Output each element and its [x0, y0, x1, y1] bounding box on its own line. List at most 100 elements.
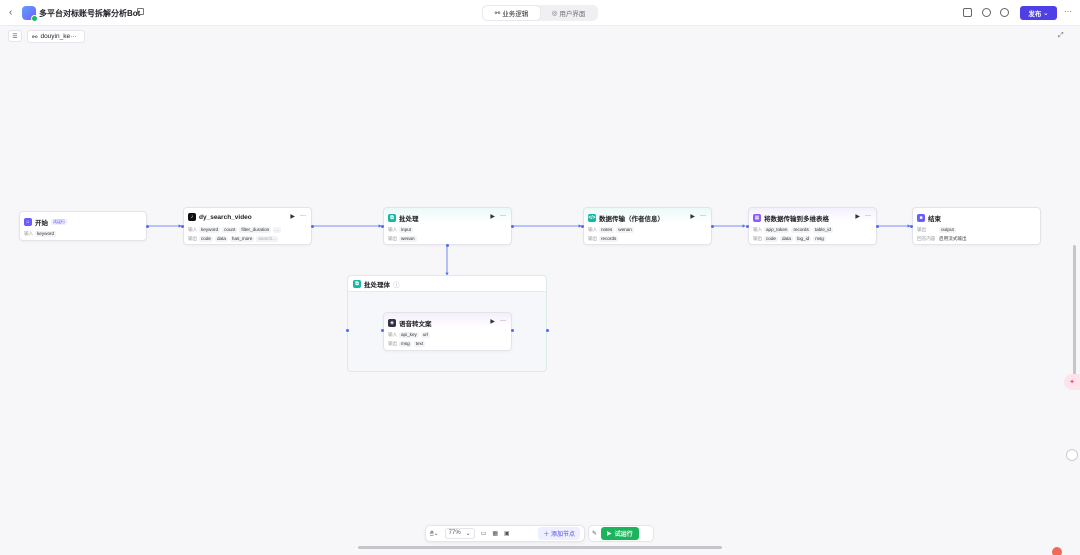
param-pill: msg: [399, 341, 412, 347]
workflow-chip[interactable]: ⚯ douyin_ke···: [27, 30, 85, 43]
run-icon[interactable]: ▶: [490, 319, 495, 325]
run-icon[interactable]: ▶: [290, 214, 295, 220]
horizontal-scrollbar[interactable]: [358, 546, 722, 549]
param-pill: wenan: [399, 236, 417, 242]
layout-icon[interactable]: ▦: [492, 531, 499, 537]
view-tabs: ⚯ 业务逻辑 ◎ 用户界面: [482, 5, 598, 21]
node-actions: ▶ ···: [690, 213, 706, 220]
edit-icon[interactable]: [137, 8, 144, 15]
publish-button[interactable]: 发布 ⌄: [1020, 6, 1057, 20]
assistant-float-button[interactable]: ✦: [1064, 374, 1080, 390]
workflow-icon: ⚯: [32, 33, 38, 41]
more-icon[interactable]: ···: [500, 318, 506, 324]
node-data-transfer[interactable]: </> 数据传输（作者信息） ▶ ··· 输入 notes wenan 输出 r…: [583, 207, 712, 245]
param-pill: code: [199, 236, 213, 242]
node-header: </> 数据传输（作者信息）: [588, 213, 664, 223]
info-icon[interactable]: ⓘ: [393, 281, 400, 289]
node-speech-to-text[interactable]: ◈ 语音转文案 ▶ ··· 输入 api_key url 输出 msg text: [383, 312, 512, 351]
input-port[interactable]: [381, 329, 384, 332]
node-row-input: 输入 notes wenan: [588, 227, 634, 233]
top-bar: ‹ 多平台对标账号拆解分析Bot ⚯ 业务逻辑 ◎ 用户界面 发布 ⌄ ···: [0, 0, 1080, 26]
more-icon[interactable]: ···: [300, 213, 306, 219]
param-pill: notes: [599, 227, 615, 233]
output-port[interactable]: [146, 225, 149, 228]
param-pill: keyword: [35, 231, 57, 237]
output-port[interactable]: [511, 225, 514, 228]
run-icon[interactable]: ▶: [855, 214, 860, 220]
workflow-chip-label: douyin_ke···: [40, 33, 77, 40]
node-batch[interactable]: ⧉ 批处理 ▶ ··· 输入 input 输出 wenan: [383, 207, 512, 245]
param-pill: search...: [256, 236, 278, 242]
input-port[interactable]: [910, 225, 913, 228]
batch-icon: ⧉: [388, 214, 396, 222]
output-port[interactable]: [511, 329, 514, 332]
param-pill: filter_duration: [239, 227, 272, 233]
table-icon: ▦: [753, 214, 761, 222]
outline-toggle-button[interactable]: ☰: [8, 30, 22, 42]
row-label: 输出: [388, 341, 398, 346]
node-tag: 试运行: [51, 219, 67, 225]
tab-business-logic[interactable]: ⚯ 业务逻辑: [483, 6, 540, 20]
row-label: 输入: [388, 227, 398, 232]
node-header: ■ 结束: [917, 213, 941, 223]
param-pill: records: [599, 236, 619, 242]
flow-icon: ⚯: [494, 10, 501, 17]
node-header: ▦ 将数据传输到多维表格: [753, 213, 829, 223]
input-port[interactable]: [181, 225, 184, 228]
run-icon[interactable]: ▶: [690, 214, 695, 220]
node-title: dy_search_video: [199, 213, 252, 221]
param-pill: app_token: [764, 227, 790, 233]
node-to-table[interactable]: ▦ 将数据传输到多维表格 ▶ ··· 输入 app_token records …: [748, 207, 877, 245]
input-port[interactable]: [581, 225, 584, 228]
node-row-output: 输出 code data log_id msg: [753, 236, 826, 242]
group-header: ⧉ 批处理体 ⓘ: [348, 276, 546, 292]
output-port[interactable]: [311, 225, 314, 228]
node-row: 输入 keyword: [24, 231, 57, 237]
vertical-scrollbar[interactable]: [1073, 245, 1076, 385]
output-port[interactable]: [711, 225, 714, 228]
node-row-answer: 回答内容 启用流式输出: [917, 236, 967, 242]
more-icon[interactable]: ···: [865, 213, 871, 219]
input-port[interactable]: [746, 225, 749, 228]
bot-avatar: [22, 6, 38, 22]
row-label: 输出: [588, 236, 598, 241]
more-icon[interactable]: ···: [500, 213, 506, 219]
node-row-output: 输出 records: [588, 236, 619, 242]
param-pill: count: [222, 227, 238, 233]
node-dy-search-video[interactable]: ♪ dy_search_video ▶ ··· 输入 keyword count…: [183, 207, 312, 245]
chevron-down-icon: ⌄: [465, 531, 471, 537]
collaborator-icon[interactable]: [1000, 8, 1009, 17]
test-run-button[interactable]: ▶ 试运行: [601, 527, 639, 540]
batch-body-port[interactable]: [446, 244, 449, 247]
add-node-button[interactable]: ＋ 添加节点: [538, 527, 580, 540]
douyin-icon: ♪: [188, 213, 196, 221]
input-port[interactable]: [381, 225, 384, 228]
back-icon[interactable]: ‹: [9, 7, 13, 18]
comment-icon[interactable]: ▭: [480, 531, 487, 537]
tab-user-interface[interactable]: ◎ 用户界面: [540, 6, 597, 20]
zoom-select[interactable]: 77% ⌄: [444, 528, 475, 539]
notification-dot[interactable]: [1052, 547, 1062, 555]
node-start[interactable]: ⌂ 开始 试运行 输入 keyword: [19, 211, 147, 241]
run-icon[interactable]: ▶: [490, 214, 495, 220]
zoom-value: 77%: [448, 530, 461, 536]
param-pill: msg: [813, 236, 826, 242]
tools-icon[interactable]: ✎: [592, 531, 598, 537]
pointer-mode-icon[interactable]: 🖱⌄: [430, 530, 439, 537]
more-icon[interactable]: ···: [700, 213, 706, 219]
output-port[interactable]: [876, 225, 879, 228]
fullscreen-icon[interactable]: ⤢: [1058, 32, 1064, 39]
group-output-port[interactable]: [546, 329, 549, 332]
more-icon[interactable]: ···: [1064, 7, 1072, 16]
node-end[interactable]: ■ 结束 输出 output 回答内容 启用流式输出: [912, 207, 1041, 245]
node-title: 批处理: [399, 216, 419, 223]
node-header: ⧉ 批处理: [388, 213, 419, 223]
node-header: ⌂ 开始 试运行: [24, 217, 67, 227]
group-input-port[interactable]: [346, 329, 349, 332]
preview-icon[interactable]: [963, 8, 972, 17]
batch-body-group[interactable]: ⧉ 批处理体 ⓘ: [347, 275, 547, 372]
minimap-icon[interactable]: ▣: [504, 531, 510, 537]
start-icon: ⌂: [24, 218, 32, 226]
help-float-button[interactable]: [1066, 449, 1078, 461]
history-icon[interactable]: [982, 8, 991, 17]
